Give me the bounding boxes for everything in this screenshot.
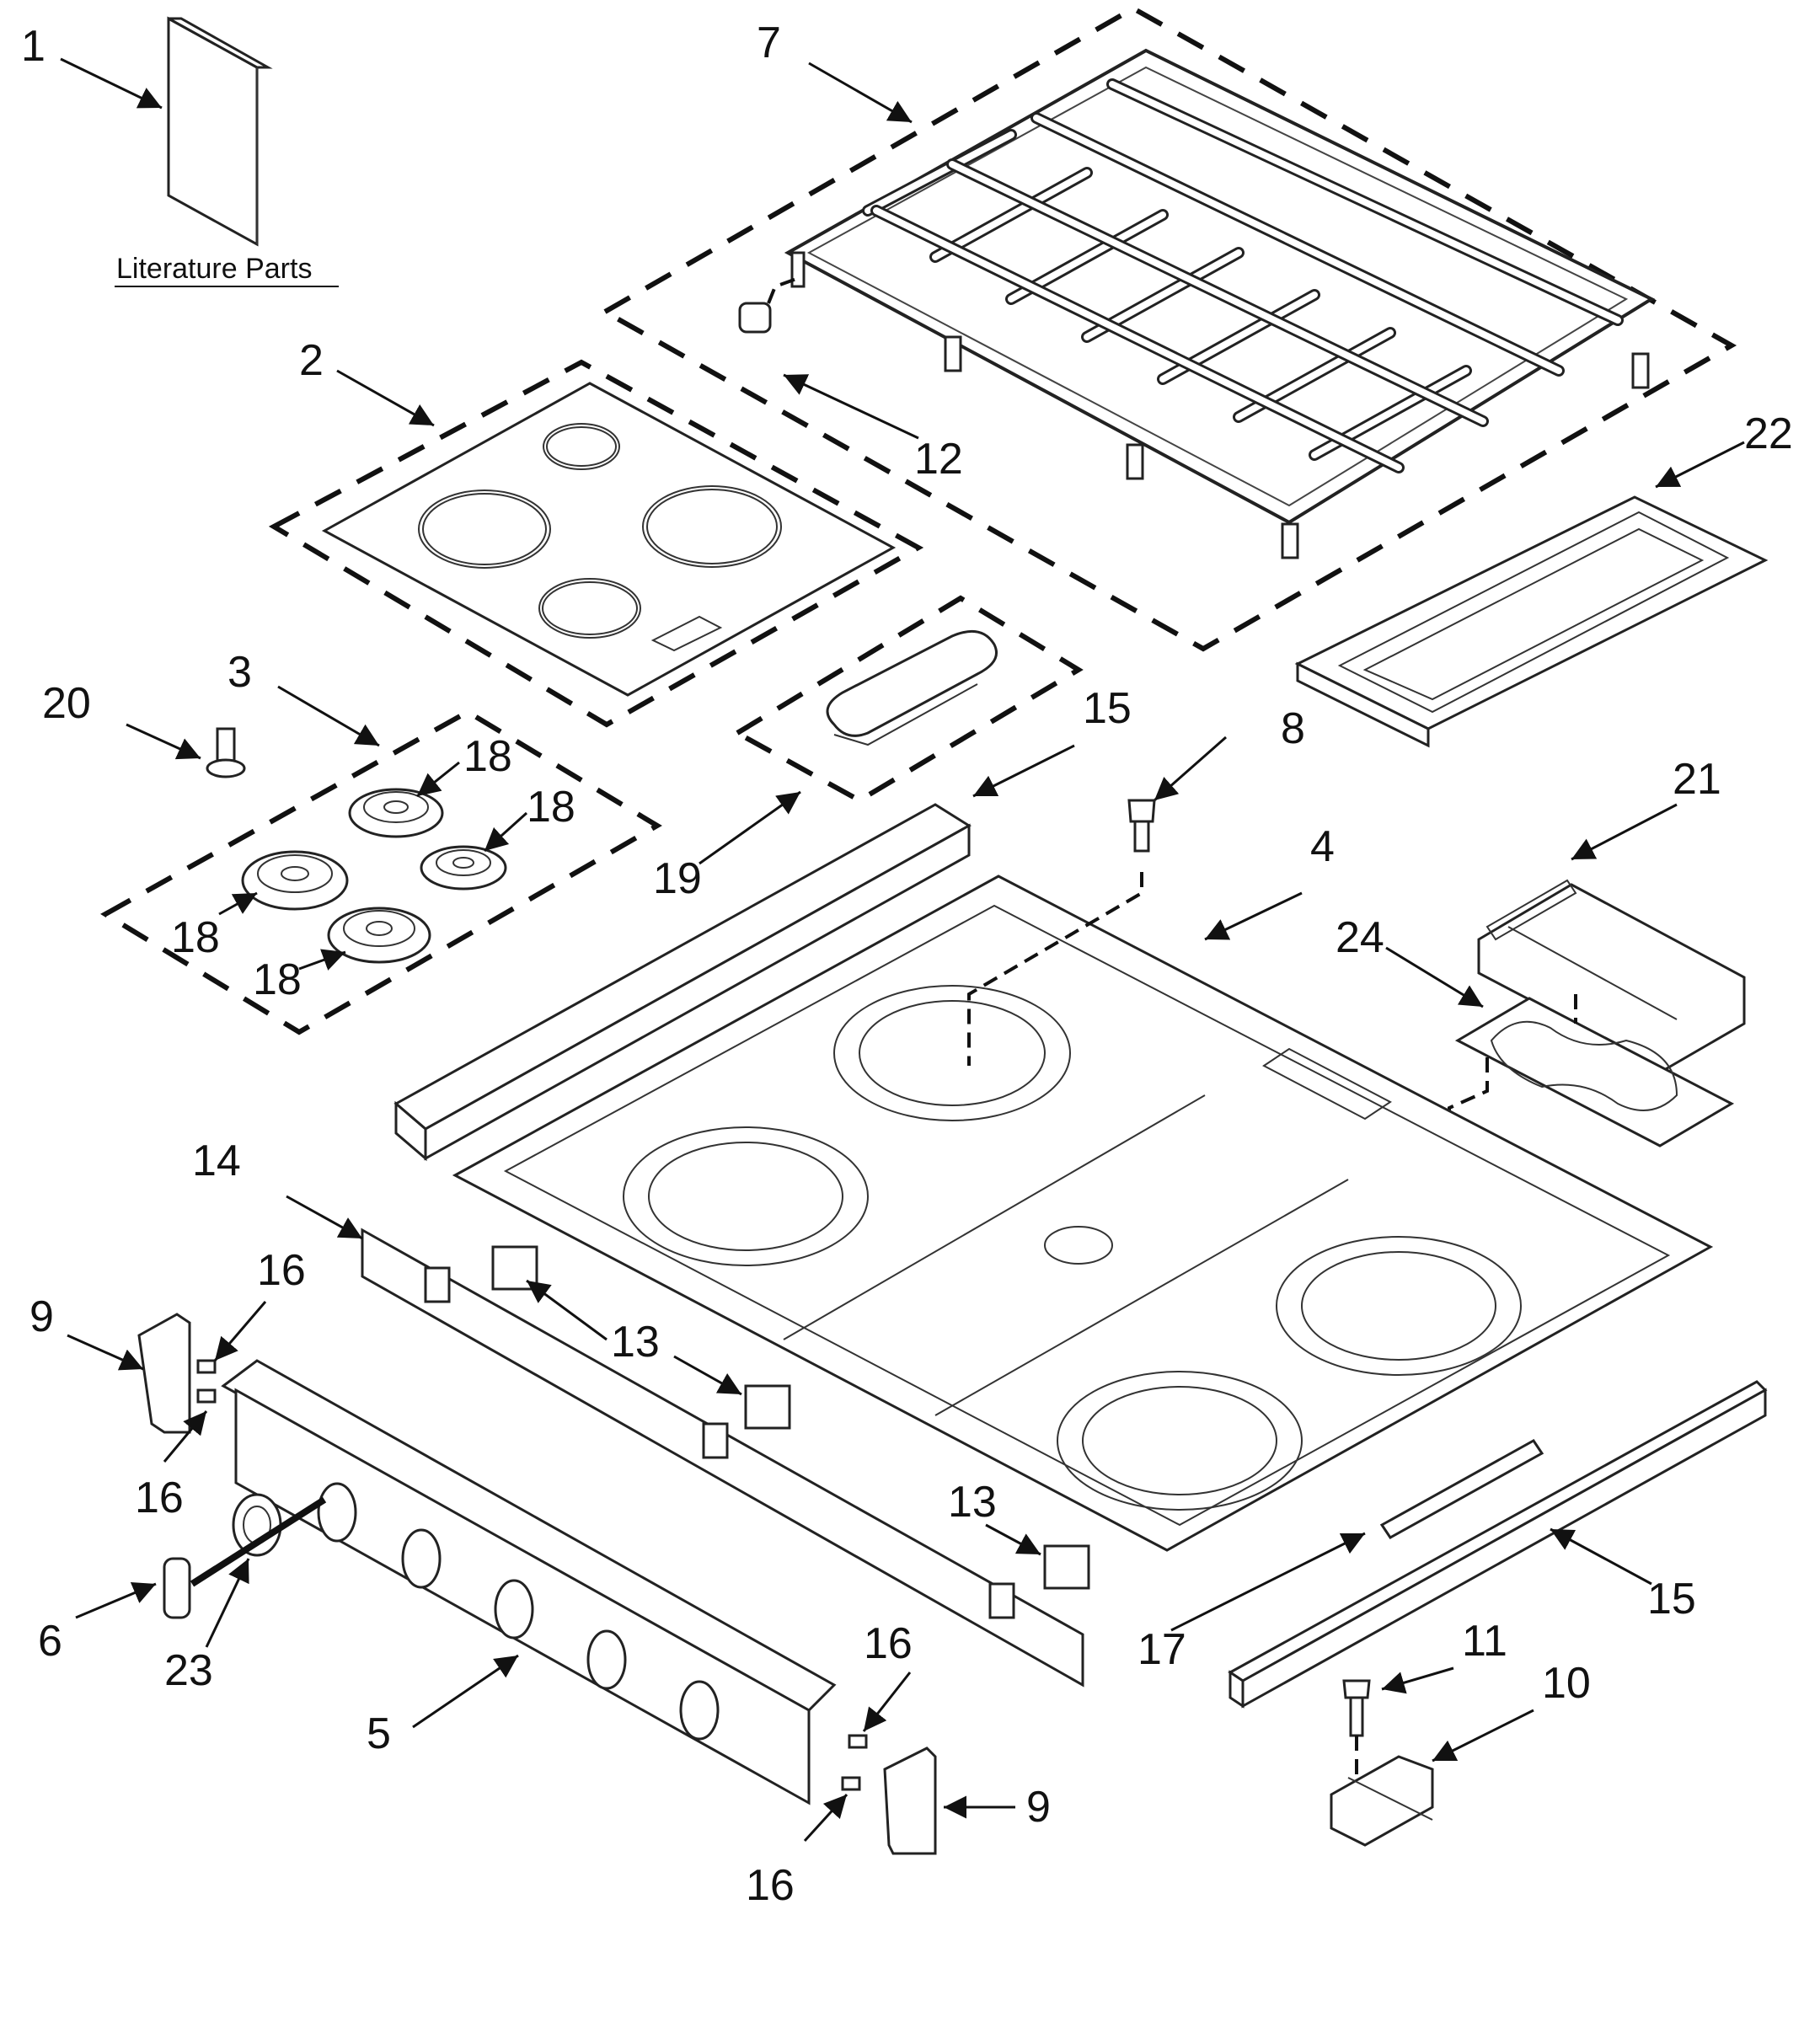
grate-group-boundary (599, 5, 1737, 652)
callout-18-d: 18 (253, 955, 302, 1004)
side-rail-left (393, 803, 972, 1162)
callout-9-b: 9 (1026, 1783, 1051, 1832)
callout-2: 2 (299, 336, 324, 385)
cover-group-boundary (732, 595, 1084, 804)
side-rail-right (1228, 1380, 1768, 1709)
callout-11: 11 (1462, 1617, 1507, 1666)
callout-24: 24 (1336, 913, 1384, 962)
end-cap-left (137, 1313, 191, 1434)
callout-18-a: 18 (463, 732, 512, 781)
callout-15-a: 15 (1083, 684, 1132, 733)
callout-1: 1 (21, 22, 46, 71)
callout-18-c: 18 (171, 913, 220, 962)
hinge-clips-13 (491, 1245, 1090, 1590)
bracket-screw (1342, 1679, 1371, 1737)
front-bracket (361, 1228, 1084, 1688)
screws-16 (196, 1359, 868, 1791)
control-panel (221, 1359, 837, 1805)
burner-group-boundary (100, 709, 662, 1035)
callout-20: 20 (42, 679, 91, 728)
glass-group-boundary (268, 359, 924, 728)
callout-3: 3 (228, 648, 252, 697)
cooktop-grate (784, 48, 1656, 559)
screw-part-8 (1127, 799, 1156, 853)
callout-21: 21 (1673, 755, 1721, 804)
callout-18-b: 18 (527, 783, 575, 832)
cooktop-main-pan (452, 875, 1714, 1552)
callout-23: 23 (164, 1646, 213, 1695)
spill-tray (1454, 997, 1735, 1147)
callout-6: 6 (38, 1617, 62, 1666)
literature-parts-label: Literature Parts (116, 253, 312, 285)
callout-16-d: 16 (746, 1861, 795, 1910)
cooktop-glass (321, 382, 897, 697)
anti-tip-bracket (1330, 1755, 1434, 1847)
griddle-cover (826, 629, 998, 746)
callout-9-a: 9 (29, 1292, 54, 1341)
callout-13-a: 13 (611, 1318, 660, 1367)
callout-16-c: 16 (864, 1619, 913, 1668)
callout-12: 12 (914, 435, 963, 484)
grate-foot-part-12 (738, 276, 800, 334)
callout-7: 7 (757, 19, 781, 67)
callout-4: 4 (1310, 822, 1335, 871)
callout-19: 19 (653, 854, 702, 903)
callout-22: 22 (1744, 409, 1793, 458)
end-cap-right (883, 1747, 937, 1855)
callout-10: 10 (1542, 1659, 1591, 1708)
callout-14: 14 (192, 1137, 241, 1185)
callout-8: 8 (1281, 704, 1305, 753)
griddle (1294, 495, 1769, 748)
rail-clip (1379, 1439, 1544, 1539)
control-knob (163, 1557, 191, 1619)
callout-5: 5 (367, 1709, 391, 1758)
burner-igniter (206, 727, 246, 778)
callout-16-b: 16 (135, 1474, 184, 1522)
callout-16-a: 16 (257, 1246, 306, 1295)
callout-15-b: 15 (1647, 1575, 1696, 1623)
burner-caps (241, 788, 507, 964)
vent-bracket (1477, 879, 1746, 1072)
literature-part (167, 16, 273, 247)
callout-13-b: 13 (948, 1478, 997, 1527)
callout-17: 17 (1138, 1625, 1186, 1674)
